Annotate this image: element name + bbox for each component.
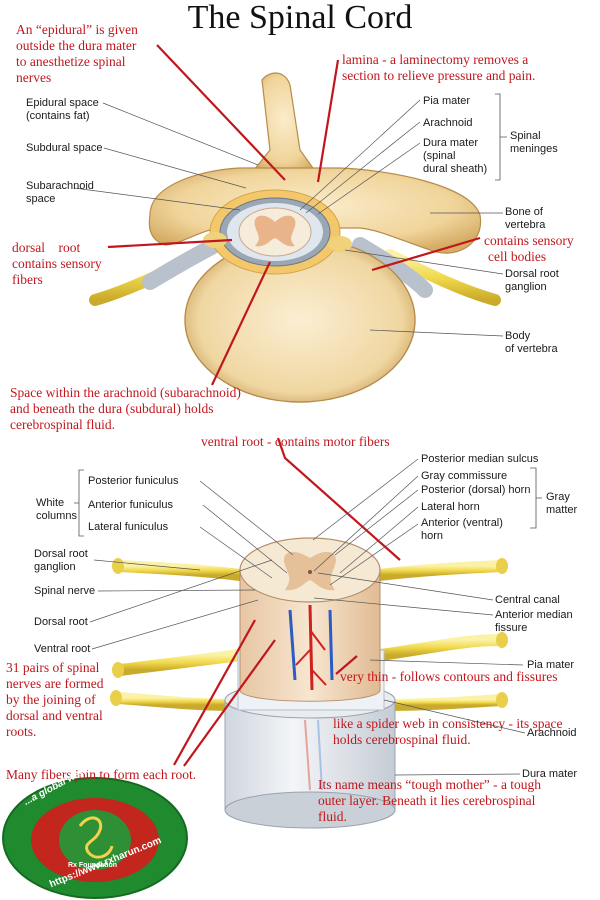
label-lateral-horn: Lateral horn xyxy=(421,501,480,513)
label-spinal-nerve: Spinal nerve xyxy=(34,585,96,597)
leader-lines xyxy=(73,99,526,776)
label-arachnoid-top: Arachnoid xyxy=(423,117,473,129)
label-pia-mater-top: Pia mater xyxy=(423,95,471,107)
label-dorsal-root-bottom: Dorsal root xyxy=(34,616,88,628)
logo-center-text: Rx Foundation xyxy=(68,862,117,869)
label-posterior-funiculus: Posterior funiculus xyxy=(88,475,179,487)
annotation-space-csf: Space within the arachnoid (subarachnoid… xyxy=(10,385,241,432)
label-posterior-median-sulcus: Posterior median sulcus xyxy=(421,453,539,465)
label-arachnoid-bottom: Arachnoid xyxy=(527,727,577,739)
brace-spinal-meninges xyxy=(495,93,507,181)
label-pia-mater-bottom: Pia mater xyxy=(527,659,575,671)
label-gray-commissure: Gray commissure xyxy=(421,470,508,482)
label-dura-mater-bottom: Dura mater xyxy=(522,768,578,780)
ganglion-right xyxy=(328,236,352,252)
gray-matter-top xyxy=(254,215,296,247)
cord-segment xyxy=(110,537,508,829)
label-anterior-ventral-horn: Anterior (ventral)horn xyxy=(421,517,503,542)
annotation-many-fibers: Many fibers join to form each root. xyxy=(6,767,197,782)
page-title: The Spinal Cord xyxy=(187,0,413,36)
nerve-left-upper xyxy=(114,560,246,581)
nerve-left-lower xyxy=(114,649,246,676)
brace-gray-matter xyxy=(530,467,542,529)
label-anterior-funiculus: Anterior funiculus xyxy=(88,499,173,511)
label-lateral-funiculus: Lateral funiculus xyxy=(88,521,169,533)
annotation-arachnoid-web: like a spider web in consistency - its s… xyxy=(333,716,563,747)
red-pointer-lines xyxy=(107,44,481,767)
dural-sleeve-right xyxy=(352,237,433,298)
spinous-process xyxy=(248,72,320,176)
nerve-right-upper xyxy=(374,560,506,581)
label-posterior-dorsal-horn: Posterior (dorsal) horn xyxy=(421,484,531,496)
nerve-left-bottom xyxy=(112,692,241,711)
annotation-pia-thin: very thin - follows contours and fissure… xyxy=(340,669,558,684)
label-ventral-root-bottom: Ventral root xyxy=(34,643,91,655)
annotation-ventral-root: ventral root - contains motor fibers xyxy=(201,434,390,449)
rx-foundation-logo xyxy=(2,777,188,899)
label-central-canal: Central canal xyxy=(495,594,560,606)
central-canal-dot xyxy=(308,570,312,574)
label-epidural-space: Epidural space(contains fat) xyxy=(26,97,99,122)
label-subdural-space: Subdural space xyxy=(26,142,103,154)
nerve-right-bottom xyxy=(379,694,506,711)
nerve-right-lower xyxy=(374,634,506,661)
brace-white-columns xyxy=(74,469,84,537)
